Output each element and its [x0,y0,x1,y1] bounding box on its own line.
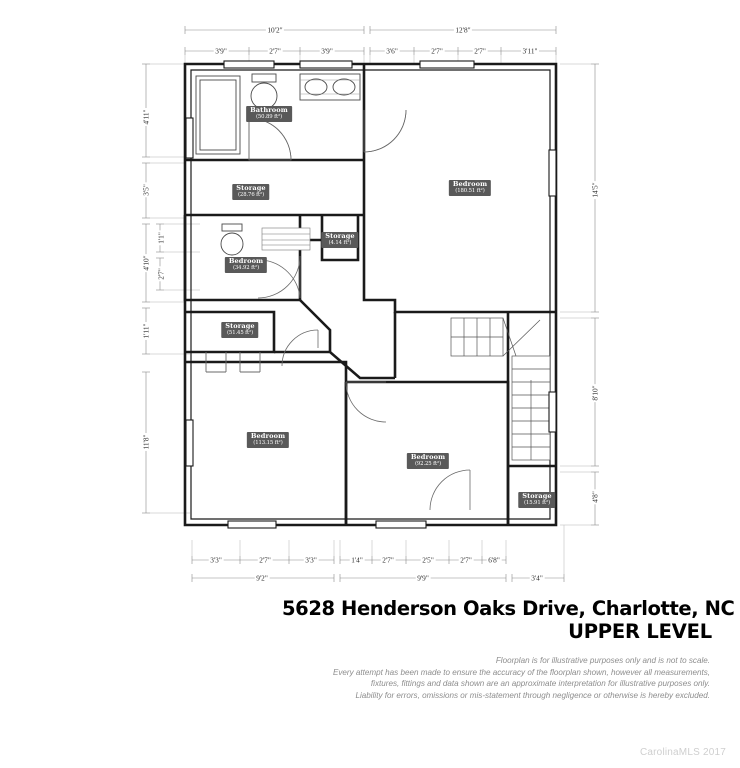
dimension-label: 3'9" [213,46,229,56]
room-area: (15.91 ft²) [523,499,551,506]
room-label-bedroom-master: Bedroom (180.51 ft²) [448,180,492,196]
room-label-storage-right: Storage (15.91 ft²) [518,492,556,508]
floor-level-title: UPPER LEVEL [568,620,712,643]
room-name: Storage [522,492,552,501]
room-area: (51.45 ft²) [226,329,254,336]
dimension-label: 2'7" [458,555,474,565]
room-label-bathroom: Bathroom (50.89 ft²) [246,106,292,122]
room-area: (34.92 ft²) [232,264,260,271]
disclaimer-text: Floorplan is for illustrative purposes o… [290,655,710,701]
dimension-label: 14'5" [590,180,600,200]
title-block: 5628 Henderson Oaks Drive, Charlotte, NC… [282,597,735,644]
disclaimer-line: fixtures, fittings and data shown are an… [370,679,710,689]
dimension-label: 3'11" [521,46,539,56]
dimension-label: 3'6" [384,46,400,56]
doors [205,109,471,511]
dimension-label: 1'11" [141,322,151,340]
dimension-label: 2'7" [472,46,488,56]
secondary-fixtures [220,223,311,256]
room-label-storage-top: Storage (28.76 ft²) [232,184,270,200]
dimension-label: 3'4" [529,573,545,583]
windows [185,60,557,529]
dimension-label: 2'7" [156,266,166,282]
dimension-label: 2'7" [267,46,283,56]
room-area: (50.89 ft²) [255,113,283,120]
dimension-label: 4'8" [590,489,600,505]
dimension-label: 10'2" [265,25,285,35]
room-label-storage-mid: Storage (4.14 ft²) [321,232,359,248]
room-area: (180.51 ft²) [455,187,485,194]
room-name: Bedroom [228,257,264,266]
room-area: (92.25 ft²) [414,460,442,467]
mls-watermark: CarolinaMLS 2017 [639,747,726,758]
room-name: Storage [236,184,266,193]
dimension-label: 3'3" [303,555,319,565]
room-name: Bedroom [452,180,488,189]
room-label-bedroom-center: Bedroom (92.25 ft²) [406,453,450,469]
dimension-label: 3'9" [319,46,335,56]
room-name: Storage [325,232,355,241]
dimension-lines-bottom [191,525,565,582]
dimension-label: 12'8" [453,25,473,35]
interior-walls [183,64,556,525]
dimension-label: 1'1" [156,230,166,246]
dimension-label: 3'5" [141,182,151,198]
disclaimer-line: Floorplan is for illustrative purposes o… [495,656,710,665]
room-name: Bathroom [250,106,288,115]
dimension-label: 3'3" [208,555,224,565]
dimension-lines-top [184,26,557,64]
dimension-label: 2'7" [257,555,273,565]
room-area: (28.76 ft²) [237,191,265,198]
dimension-label: 6'8" [486,555,502,565]
dimension-label: 2'7" [380,555,396,565]
dimension-label: 11'8" [141,433,151,451]
dimension-label: 9'2" [254,573,270,583]
dimension-label: 1'4" [349,555,365,565]
dimension-label: 2'7" [429,46,445,56]
room-label-storage-left: Storage (51.45 ft²) [221,322,259,338]
room-area: (4.14 ft²) [328,239,352,246]
dimension-label: 9'9" [415,573,431,583]
property-address: 5628 Henderson Oaks Drive, Charlotte, NC [282,597,735,620]
room-area: (113.15 ft²) [253,439,283,446]
dimension-lines-right [560,63,599,526]
room-name: Storage [225,322,255,331]
dimension-label: 4'11" [141,108,151,126]
room-name: Bedroom [250,432,286,441]
exterior-walls [183,62,558,527]
disclaimer-line: Every attempt has been made to ensure th… [332,667,710,677]
dimension-label: 4'10" [141,253,151,273]
room-label-bedroom-left: Bedroom (113.15 ft²) [246,432,290,448]
dimension-label: 2'5" [420,555,436,565]
staircase [450,317,551,461]
dimension-label: 8'10" [590,383,600,403]
room-label-bedroom-small: Bedroom (34.92 ft²) [224,257,268,273]
disclaimer-line: Liability for errors, omissions or mis-s… [355,690,711,700]
room-name: Bedroom [410,453,446,462]
